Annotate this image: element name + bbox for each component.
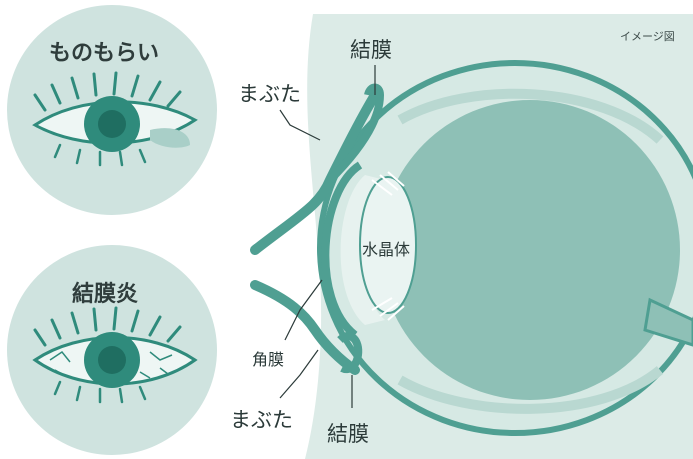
lens-label: 水晶体 (362, 236, 410, 260)
cornea-label: 角膜 (252, 346, 284, 370)
conjunctivitis-caption: 結膜炎 (72, 276, 138, 308)
eyelid-top-label: まぶた (238, 78, 301, 108)
conjunctiva-bottom-label: 結膜 (327, 418, 369, 448)
stye-caption: ものもらい (49, 35, 159, 67)
illustration-note: イメージ図 (620, 28, 675, 44)
stye-pupil (98, 110, 126, 138)
conjunctivitis-pupil (98, 346, 126, 374)
conjunctiva-top-label: 結膜 (350, 34, 392, 64)
leader-eyelid-bottom (280, 350, 318, 398)
eyeball-vitreous (380, 100, 680, 400)
eyelid-bottom-label: まぶた (230, 404, 293, 434)
